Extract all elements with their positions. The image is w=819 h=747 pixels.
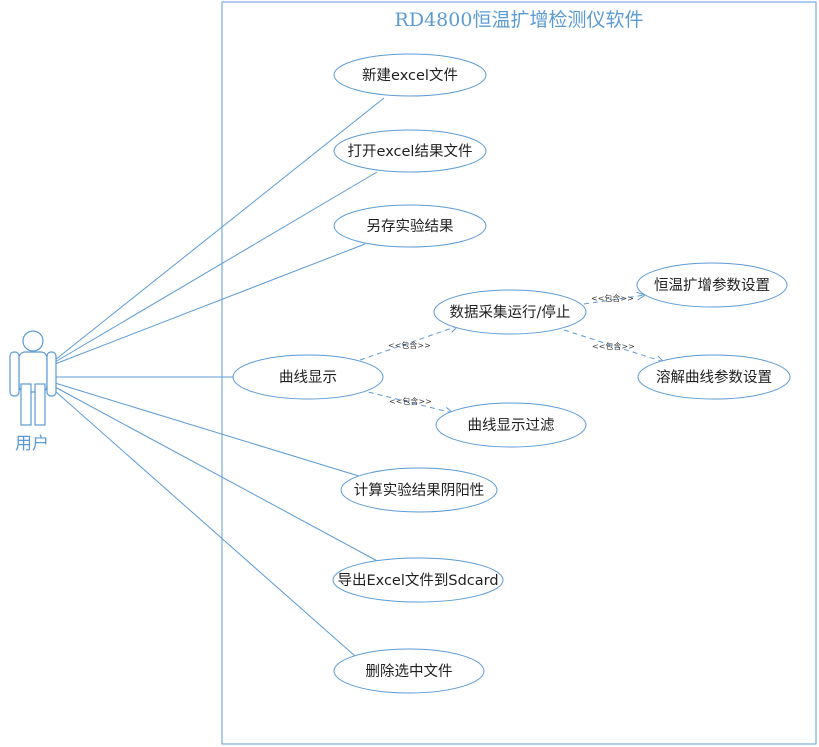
use-case-open-excel[interactable]: 打开excel结果文件 bbox=[333, 129, 487, 173]
include-relations: <<包含>> <<包含>> <<包含>> <<包含>> bbox=[359, 293, 664, 413]
use-case-label: 曲线显示过滤 bbox=[468, 417, 555, 434]
include-label-3: <<包含>> bbox=[591, 293, 634, 303]
actor-associations bbox=[54, 97, 385, 657]
use-case-curve-display[interactable]: 曲线显示 bbox=[232, 354, 384, 400]
use-case-label: 新建excel文件 bbox=[362, 67, 458, 84]
include-arrow-curve-filter bbox=[359, 389, 453, 413]
include-arrow-amp-params bbox=[583, 295, 645, 305]
assoc-export-excel bbox=[54, 386, 382, 564]
system-title: RD4800恒温扩增检测仪软件 bbox=[395, 9, 644, 31]
use-case-calc-result[interactable]: 计算实验结果阴阳性 bbox=[340, 467, 498, 513]
use-case-label: 溶解曲线参数设置 bbox=[656, 369, 772, 386]
system-boundary bbox=[221, 1, 817, 745]
use-case-delete-file[interactable]: 删除选中文件 bbox=[333, 648, 485, 694]
use-case-save-as[interactable]: 另存实验结果 bbox=[333, 204, 487, 248]
use-case-export-excel[interactable]: 导出Excel文件到Sdcard bbox=[332, 557, 504, 603]
include-label-1: <<包含>> bbox=[388, 340, 431, 350]
include-label-2: <<包含>> bbox=[389, 396, 432, 406]
include-label-4: <<包含>> bbox=[592, 341, 635, 351]
assoc-delete-file bbox=[54, 390, 356, 657]
use-case-label: 另存实验结果 bbox=[367, 218, 454, 235]
use-case-amp-params[interactable]: 恒温扩增参数设置 bbox=[636, 262, 788, 308]
use-case-melt-params[interactable]: 溶解曲线参数设置 bbox=[637, 354, 791, 400]
assoc-save-as bbox=[54, 243, 366, 365]
use-case-label: 打开excel结果文件 bbox=[348, 143, 473, 160]
actor-label: 用户 bbox=[15, 434, 49, 454]
use-case-data-acq[interactable]: 数据采集运行/停止 bbox=[433, 289, 587, 335]
use-case-label: 数据采集运行/停止 bbox=[450, 304, 571, 321]
assoc-open-excel bbox=[54, 171, 378, 363]
use-case-label: 导出Excel文件到Sdcard bbox=[337, 572, 498, 589]
use-case-new-excel[interactable]: 新建excel文件 bbox=[333, 53, 487, 97]
use-case-label: 删除选中文件 bbox=[366, 663, 453, 680]
use-case-label: 计算实验结果阴阳性 bbox=[354, 482, 485, 499]
actor-user[interactable]: 用户 bbox=[9, 330, 57, 454]
assoc-calc-result bbox=[54, 382, 363, 478]
assoc-new-excel bbox=[54, 97, 385, 361]
stick-figure-actor-icon bbox=[9, 330, 57, 426]
use-case-curve-filter[interactable]: 曲线显示过滤 bbox=[435, 402, 587, 448]
use-case-label: 恒温扩增参数设置 bbox=[654, 277, 770, 294]
use-case-label: 曲线显示 bbox=[279, 369, 337, 386]
